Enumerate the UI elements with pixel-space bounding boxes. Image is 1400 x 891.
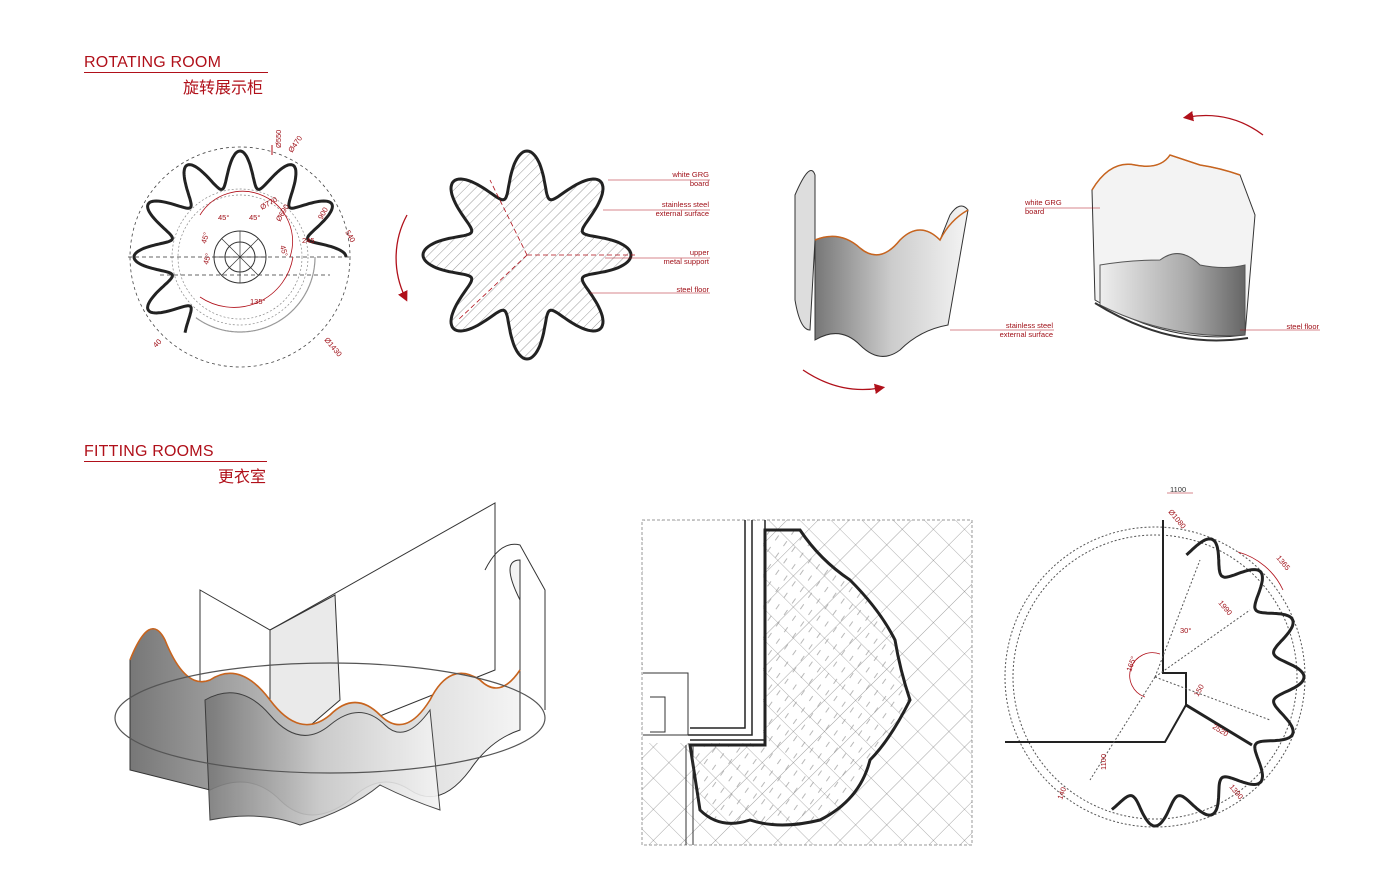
- fitting-rooms-title: FITTING ROOMS: [84, 443, 267, 462]
- fitting-rooms-subtitle: 更衣室: [218, 467, 267, 486]
- dim-1365: 1365: [1274, 554, 1292, 573]
- rotation-arrow-icon: [395, 214, 408, 302]
- dim-135: 135°: [250, 297, 266, 306]
- dim-540: 540: [343, 229, 357, 244]
- dim-angle-4: 45°: [278, 244, 290, 257]
- dim-d690: Ø690: [274, 203, 291, 223]
- dim-d550: Ø550: [274, 130, 283, 148]
- rotating-room-title: ROTATING ROOM: [84, 54, 268, 73]
- rotating-room-subtitle: 旋转展示柜: [183, 78, 264, 97]
- dim-d770: Ø770: [259, 195, 279, 212]
- rotation-arrow-icon: [802, 369, 886, 395]
- dim-140: 140: [1055, 786, 1068, 801]
- dim-2520: 2520: [1211, 722, 1230, 738]
- dim-angle-5: 45°: [201, 252, 213, 265]
- dim-d1080: Ø1080: [1166, 508, 1187, 531]
- rotating-room-plan: Ø550 Ø470 Ø770 Ø690 45° 45° 45° 45° 45° …: [128, 130, 357, 368]
- dim-angle-2: 45°: [249, 213, 260, 222]
- dim-245: 245: [302, 236, 315, 245]
- dim-1100-left: 1100: [1099, 754, 1108, 770]
- label-iso-steel-floor: steel floor: [1286, 322, 1319, 331]
- fitting-rooms-iso: [114, 502, 546, 826]
- rotation-arrow-icon: [1182, 111, 1264, 136]
- fitting-rooms-detail-plan: [641, 519, 973, 846]
- fitting-rooms-plan: 1100 Ø1080 1365 1990 30° 165° 150 2520 1…: [1004, 485, 1306, 828]
- dim-d470: Ø470: [286, 134, 304, 154]
- dim-angle-3: 45°: [199, 231, 211, 244]
- dim-angle-1: 45°: [218, 213, 229, 222]
- dim-165deg: 165°: [1124, 655, 1138, 673]
- dim-900: 900: [316, 206, 330, 221]
- dim-1100-top: 1100: [1170, 485, 1186, 494]
- dim-30deg: 30°: [1180, 626, 1191, 635]
- label-steel-floor: steel floor: [676, 285, 709, 294]
- dim-40: 40: [151, 337, 163, 349]
- dim-d1430: Ø1430: [322, 336, 343, 359]
- dim-1990: 1990: [1216, 599, 1234, 618]
